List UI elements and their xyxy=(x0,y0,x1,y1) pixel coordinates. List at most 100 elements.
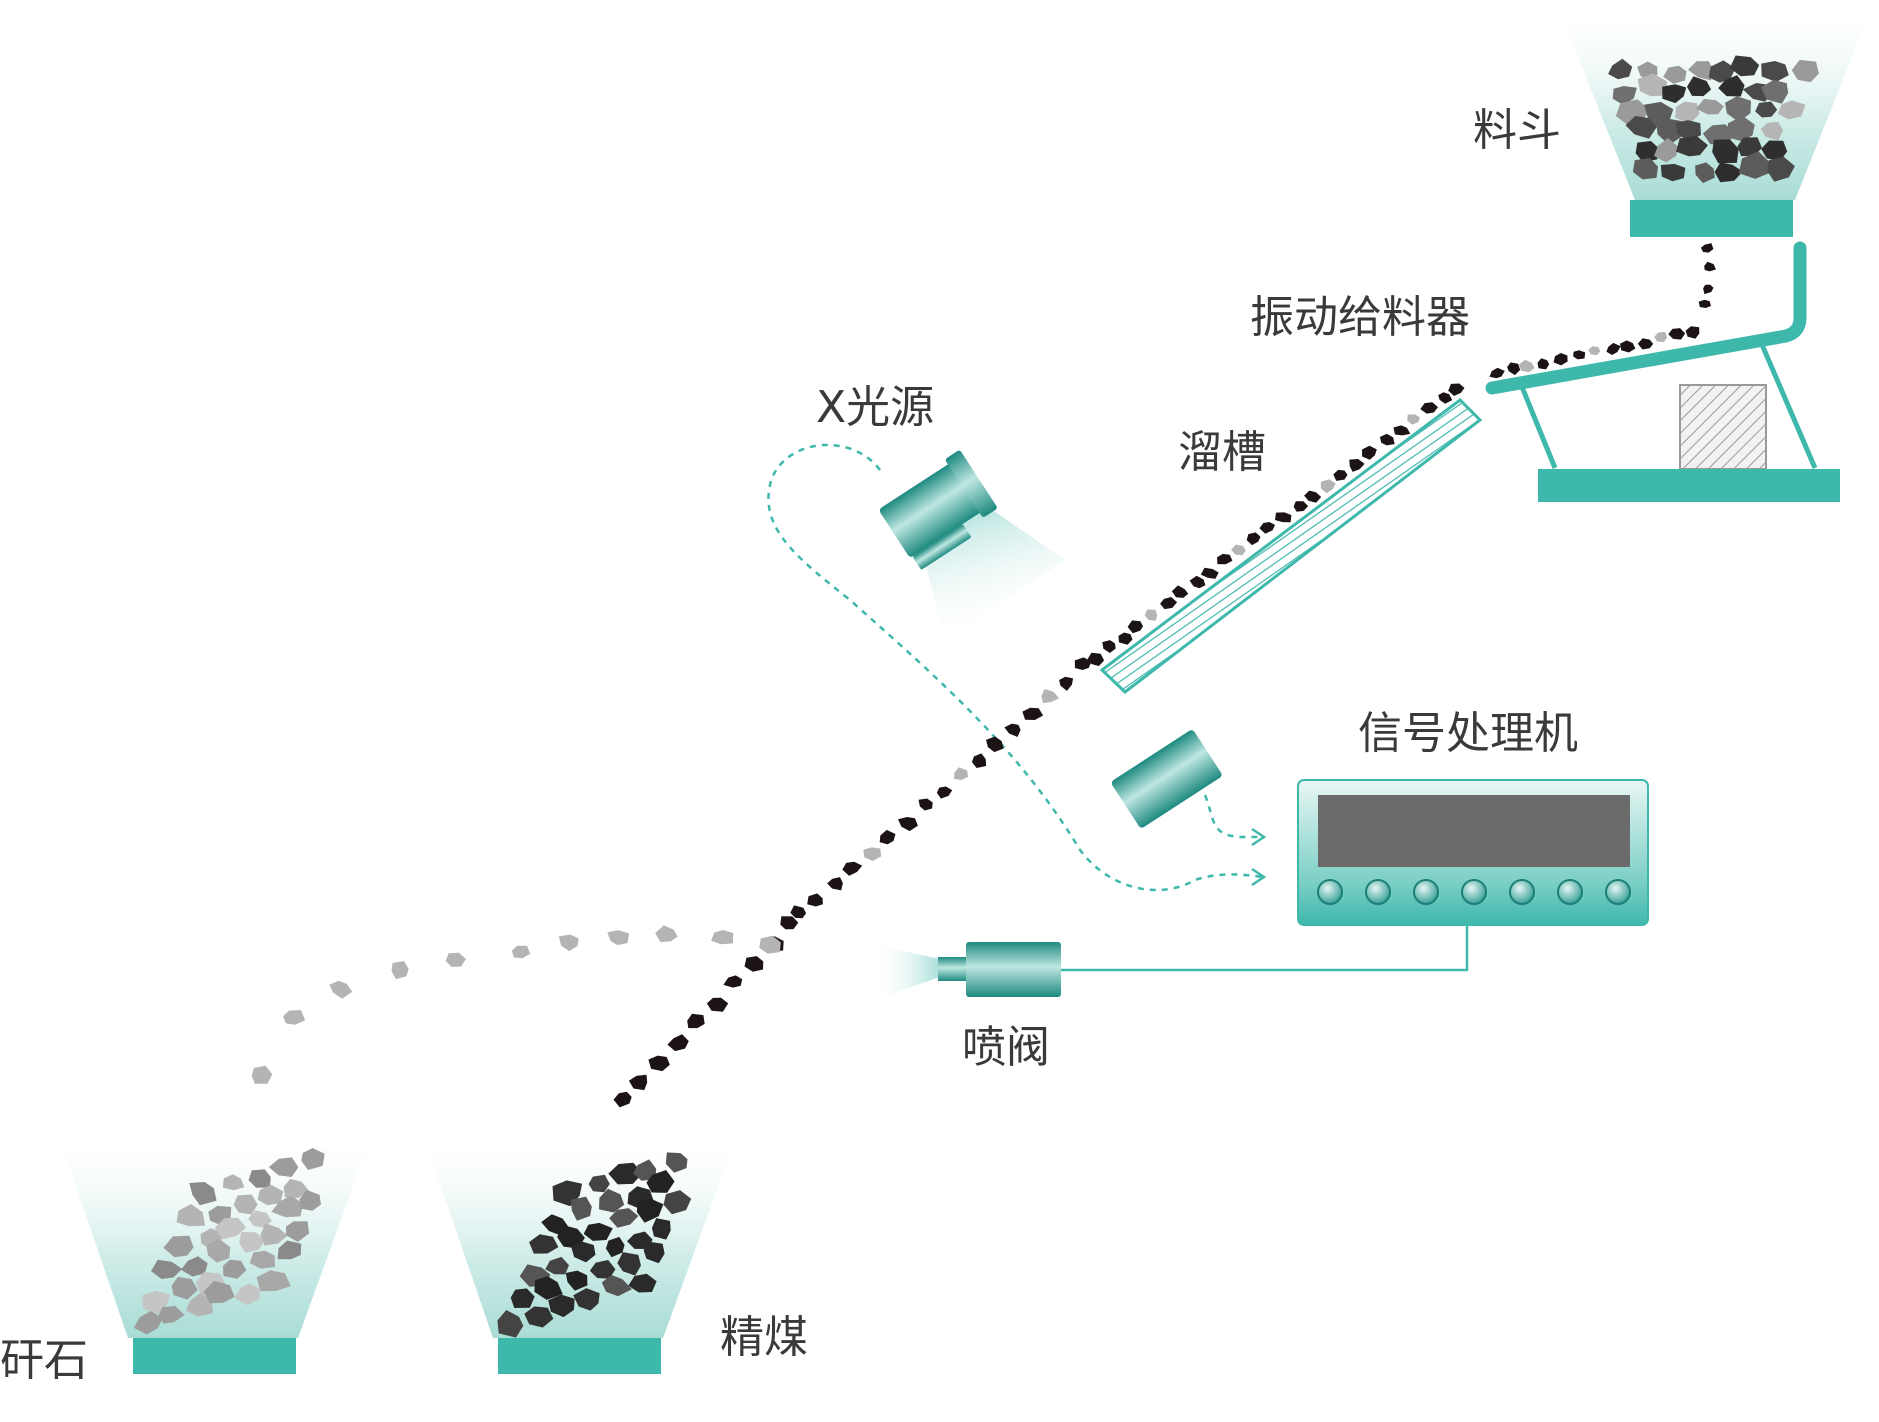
falling-particle xyxy=(1704,261,1716,272)
hopper-rock xyxy=(1738,151,1770,179)
clean-coal-particle xyxy=(744,956,764,972)
vibrating-feeder-label: 振动给料器 xyxy=(1250,292,1470,343)
hopper-rock xyxy=(1608,58,1633,80)
signal-lines xyxy=(767,443,1263,892)
falling-particle xyxy=(1703,284,1714,295)
hopper-rock xyxy=(1761,61,1789,82)
feeder-particle xyxy=(1668,328,1686,340)
chute-body xyxy=(1099,398,1483,694)
gangue-bin xyxy=(60,1140,370,1374)
flying-particle xyxy=(827,877,843,891)
bin-rock xyxy=(534,1276,563,1300)
hopper-stream xyxy=(1698,243,1716,308)
bin-rock xyxy=(222,1174,245,1191)
hopper-rock xyxy=(1761,79,1789,104)
bin-rock xyxy=(171,1276,198,1300)
xray-source-label: X光源 xyxy=(816,382,934,433)
bin-rock xyxy=(588,1174,610,1193)
flying-particle xyxy=(1022,707,1044,720)
bin-rock xyxy=(260,1223,288,1246)
feeder-particle xyxy=(1637,338,1654,350)
gangue-particle xyxy=(655,925,678,942)
chute-particle xyxy=(1393,425,1411,436)
processor-knob xyxy=(1461,879,1487,905)
bin-rock xyxy=(524,1306,554,1328)
bin-rock xyxy=(133,1311,163,1335)
gangue-particle xyxy=(283,1010,306,1025)
bin-rock xyxy=(510,1288,535,1308)
bin-rock xyxy=(186,1292,213,1317)
bin-rock xyxy=(234,1283,260,1306)
flying-particle xyxy=(807,893,823,907)
chute-particle xyxy=(1379,433,1395,446)
bin-rock xyxy=(249,1250,275,1269)
bin-rock xyxy=(233,1194,258,1215)
bin-rock xyxy=(151,1259,183,1279)
bin-rock xyxy=(636,1198,664,1223)
gangue-particle xyxy=(711,930,734,945)
bin-rock xyxy=(665,1152,688,1173)
bin-rock xyxy=(301,1148,325,1170)
bin-rock xyxy=(545,1256,569,1275)
bin-rock xyxy=(158,1306,185,1324)
bin-rock xyxy=(633,1159,657,1181)
hopper-rock xyxy=(1729,55,1760,77)
hopper-base xyxy=(1630,200,1793,237)
chute-particle xyxy=(1246,532,1261,546)
chute-particle xyxy=(1118,632,1133,645)
hopper-rock xyxy=(1695,162,1715,184)
bin-rock xyxy=(181,1256,208,1277)
gangue-particle xyxy=(391,961,409,980)
chute-particle xyxy=(1171,585,1189,598)
hopper-rock xyxy=(1777,100,1806,120)
flying-particle xyxy=(790,905,807,919)
chute-particle xyxy=(1275,512,1292,523)
processor-knob xyxy=(1365,879,1391,905)
bin-rock xyxy=(599,1188,625,1213)
hopper-rock xyxy=(1791,59,1819,83)
chute-particle xyxy=(1320,479,1336,494)
valve-wire xyxy=(1060,925,1469,972)
gangue-particle xyxy=(329,980,353,999)
clean-coal-particle xyxy=(613,1091,632,1108)
signal-processor-label: 信号处理机 xyxy=(1358,708,1578,759)
chute-particle xyxy=(1102,640,1116,653)
chute-particle xyxy=(1144,609,1158,621)
chute-particle xyxy=(1407,414,1420,425)
flying-particle xyxy=(918,798,933,811)
bin-rock xyxy=(277,1240,302,1260)
air-valve xyxy=(875,942,1061,1000)
chute-particle xyxy=(1349,459,1365,472)
bin-rock xyxy=(257,1184,284,1206)
bin-rock xyxy=(248,1210,272,1228)
chute-label: 溜槽 xyxy=(1178,427,1266,478)
clean-coal-bin xyxy=(425,1140,735,1374)
bin-rock xyxy=(651,1218,671,1240)
hopper-label: 料斗 xyxy=(1473,105,1561,156)
hopper-rock xyxy=(1687,76,1712,97)
flying-particle xyxy=(1004,723,1021,737)
hopper-rock xyxy=(1718,75,1745,97)
main-stream xyxy=(613,383,1465,1108)
gangue-particle xyxy=(607,930,630,946)
chute-particle xyxy=(1420,402,1438,414)
hopper-rock xyxy=(1660,163,1686,182)
xray-signal-line xyxy=(767,443,1263,892)
gangue-stream xyxy=(251,925,781,1084)
chute-particle xyxy=(1189,575,1206,589)
chute-particle xyxy=(1217,553,1233,565)
chute-particle xyxy=(1362,445,1377,460)
flying-particle xyxy=(898,817,918,832)
bin-rock xyxy=(223,1259,247,1279)
bin-rock xyxy=(589,1260,616,1279)
detector xyxy=(1111,730,1222,828)
clean-coal-particle xyxy=(628,1074,648,1091)
signal-processor xyxy=(1297,779,1649,926)
chute-particle xyxy=(1200,567,1219,579)
hopper-rock xyxy=(1737,137,1762,157)
flying-particle xyxy=(1059,676,1074,691)
hopper-rock xyxy=(1708,60,1736,83)
hopper-rock xyxy=(1675,101,1700,124)
bin-rock xyxy=(571,1196,592,1221)
